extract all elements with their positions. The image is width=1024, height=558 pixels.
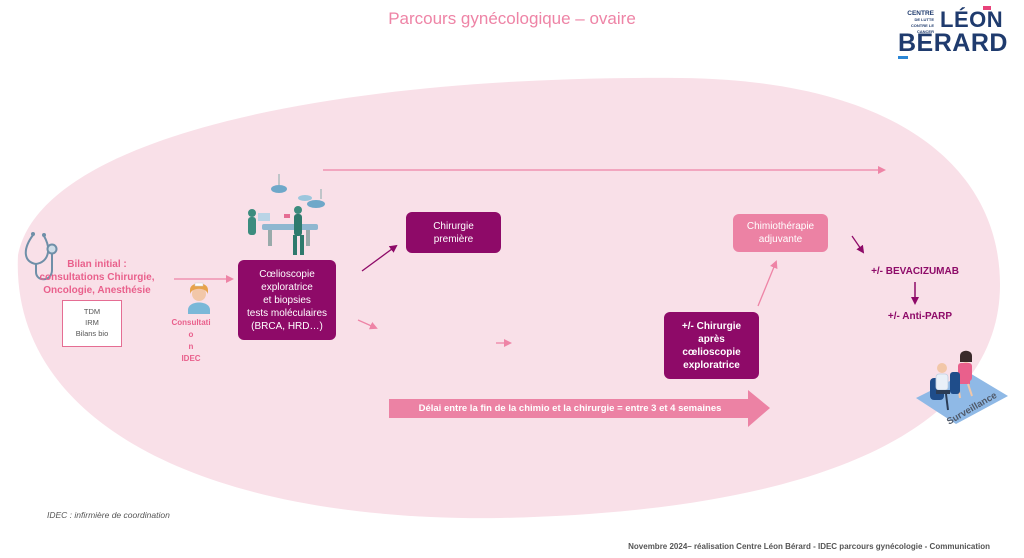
chirurgie-premiere-box: Chirurgie première [406,212,501,253]
delai-arrow [389,390,770,427]
credits-footer: Novembre 2024– réalisation Centre Léon B… [628,542,990,551]
delai-label: Délai entre la fin de la chimio et la ch… [418,403,722,414]
logo: CENTRE DE LUTTE CONTRE LE CANCER LÉON BE… [896,6,1007,59]
bilan-initial-label: Bilan initial : consultations Chirurgie,… [39,259,155,296]
logo-underline [898,56,908,59]
operating-room-icon [248,174,325,255]
page-title: Parcours gynécologique – ovaire [388,9,636,28]
logo-berard: BERARD [898,29,1008,57]
bevacizumab-label: +/- BEVACIZUMAB [871,266,959,277]
logo-accent-mark [983,6,991,10]
arrow-chir2-chimio [757,260,778,307]
arrow-coelio-lower [357,319,378,330]
logo-leon: LÉON [940,7,1004,32]
nurse-icon [188,282,210,314]
background-ellipse [17,77,1001,519]
patient-consultation-icon [916,350,1008,424]
consultation-idec-label: Consultatio n IDEC [171,318,211,363]
chirurgie-apres-coelioscopie-box: +/- Chirurgie après cœlioscopie explorat… [664,312,759,379]
bilan-tests-box: TDM IRM Bilans bio [62,300,122,347]
stethoscope-icon [24,232,58,281]
arrow-coelio-chir1 [361,244,398,272]
chimiotherapie-adjuvante-box: Chimiothérapie adjuvante [733,214,828,252]
logo-centre-text: CENTRE DE LUTTE CONTRE LE CANCER [907,10,934,34]
coelioscopie-box: Cœlioscopie exploratrice et biopsies tes… [238,260,336,340]
footnote-idec: IDEC : infirmière de coordination [47,510,170,520]
arrow-chimio-bev [851,235,865,254]
anti-parp-label: +/- Anti-PARP [887,311,953,322]
